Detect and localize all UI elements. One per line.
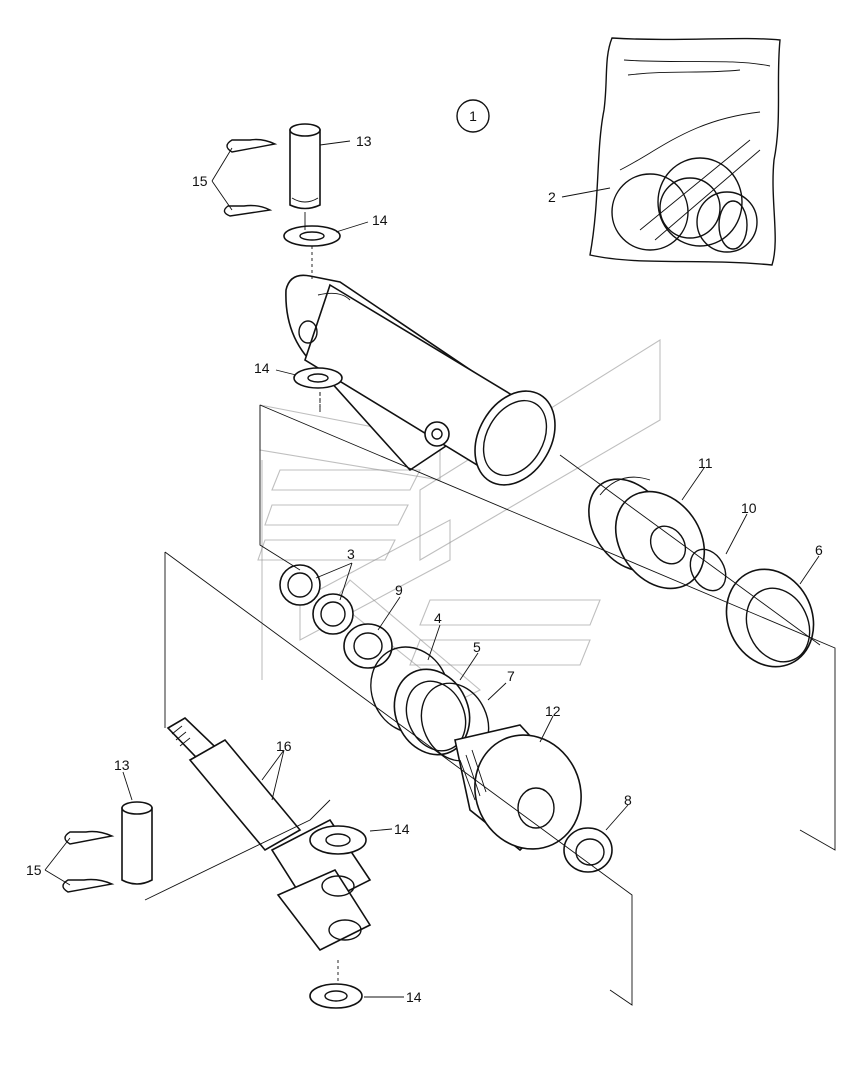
callout-11: 11 bbox=[698, 455, 713, 471]
callout-6: 6 bbox=[815, 542, 823, 558]
clip-top bbox=[223, 138, 278, 217]
callout-7: 7 bbox=[507, 668, 515, 684]
callout-13-top: 13 bbox=[356, 133, 372, 149]
gland-12 bbox=[454, 724, 582, 852]
watermark-logo bbox=[257, 339, 661, 701]
wiper-3a bbox=[279, 564, 321, 606]
wiper-8 bbox=[563, 827, 613, 873]
piston bbox=[588, 476, 706, 590]
callout-13-bottom: 13 bbox=[114, 757, 130, 773]
nut-6 bbox=[725, 568, 815, 668]
wiper-3b bbox=[312, 593, 354, 635]
clip-bottom bbox=[62, 830, 115, 893]
callout-4: 4 bbox=[434, 610, 442, 626]
pin-top bbox=[289, 123, 321, 210]
washer-bottom-low bbox=[309, 983, 363, 1009]
callout-5: 5 bbox=[473, 639, 481, 655]
callout-14-top-a: 14 bbox=[372, 212, 388, 228]
callout-9: 9 bbox=[395, 582, 403, 598]
callout-16: 16 bbox=[276, 738, 292, 754]
callout-14-bottom-a: 14 bbox=[394, 821, 410, 837]
clevis bbox=[270, 818, 372, 952]
callouts: 2 13 14 14 15 3 9 4 5 7 11 10 6 12 8 16 … bbox=[26, 133, 823, 1005]
washer-top bbox=[283, 225, 341, 247]
callout-14-top-b: 14 bbox=[254, 360, 270, 376]
group-marker: 1 bbox=[456, 99, 490, 133]
cylinder-barrel bbox=[285, 274, 556, 486]
washer-top-lower bbox=[293, 367, 343, 412]
piston-rod bbox=[166, 717, 302, 852]
oring-10 bbox=[689, 548, 727, 592]
seal-9 bbox=[343, 623, 393, 669]
callout-3: 3 bbox=[347, 546, 355, 562]
washer-bottom-top bbox=[309, 825, 367, 855]
callout-15-bottom: 15 bbox=[26, 862, 42, 878]
backup-5 bbox=[393, 668, 471, 756]
callout-14-bottom-b: 14 bbox=[406, 989, 422, 1005]
callout-15-top: 15 bbox=[192, 173, 208, 189]
callout-10: 10 bbox=[741, 500, 757, 516]
pin-bottom bbox=[121, 801, 153, 885]
leader-lines bbox=[44, 140, 820, 998]
group-marker-label: 1 bbox=[469, 108, 477, 124]
guide-lines bbox=[144, 212, 836, 1006]
seal-kit-bag bbox=[589, 37, 781, 266]
callout-12: 12 bbox=[545, 703, 561, 719]
callout-8: 8 bbox=[624, 792, 632, 808]
callout-2: 2 bbox=[548, 189, 556, 205]
